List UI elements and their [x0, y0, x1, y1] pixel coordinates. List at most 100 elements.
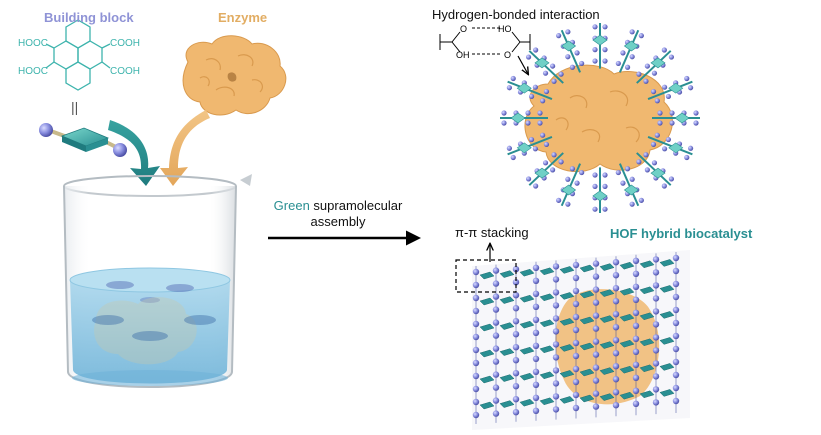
lattice-plate — [539, 397, 555, 406]
lattice-sphere — [672, 345, 680, 353]
spoke-sphere — [620, 50, 626, 56]
lattice-sphere — [552, 393, 560, 400]
spoke-sphere — [579, 169, 585, 176]
spoke-sphere — [644, 167, 650, 173]
lattice-sphere — [612, 376, 620, 383]
pi-stacking-box — [455, 259, 517, 293]
lattice-sphere — [672, 267, 680, 275]
lattice-plate — [559, 292, 575, 300]
lattice-sphere — [532, 316, 540, 323]
spoke-sphere — [602, 172, 608, 178]
spoke-sphere — [602, 206, 608, 212]
lattice-sphere — [512, 357, 520, 364]
lattice-sphere — [552, 263, 560, 270]
orange-arrow — [160, 110, 210, 186]
lattice-sphere — [612, 272, 620, 279]
lattice-sphere — [572, 300, 580, 308]
spoke-line — [528, 50, 564, 84]
spoke-plate — [516, 82, 532, 94]
spoke-sphere — [650, 141, 657, 148]
spoke-sphere — [602, 47, 608, 53]
spoke-sphere — [565, 201, 571, 207]
lattice-sphere — [532, 342, 540, 349]
lattice-sphere — [512, 409, 520, 416]
hbond-oh-bottom: OH — [456, 50, 470, 60]
spoke-sphere — [668, 54, 675, 60]
spoke-sphere — [550, 63, 556, 69]
lattice-sphere — [652, 360, 660, 367]
hof-lattice — [472, 252, 680, 424]
building-block-molecule — [45, 19, 111, 91]
process-label-green: Green — [273, 198, 310, 213]
spoke-line — [618, 163, 640, 207]
lattice-sphere — [512, 266, 520, 273]
lattice-sphere — [552, 367, 560, 374]
lattice-sphere — [512, 279, 520, 286]
lattice-plate — [499, 270, 515, 278]
lattice-plate — [639, 312, 655, 321]
lattice-plate — [599, 289, 615, 297]
lattice-sphere — [572, 365, 580, 373]
spoke-sphere — [662, 84, 668, 90]
spoke-plate — [561, 184, 577, 196]
lattice-sphere — [492, 332, 500, 339]
lattice-sphere — [572, 313, 580, 321]
spoke-sphere — [592, 24, 598, 30]
lattice-sphere — [552, 406, 560, 413]
lattice-sphere — [612, 285, 620, 292]
lattice-plate — [519, 268, 535, 277]
lattice-plate — [619, 365, 635, 374]
lattice-sphere — [592, 364, 600, 371]
lattice-sphere — [592, 273, 600, 280]
lattice-sphere — [592, 286, 600, 293]
spoke-sphere — [668, 176, 675, 182]
lattice-sphere — [492, 293, 500, 300]
lattice-sphere — [492, 384, 500, 391]
lattice-sphere — [612, 402, 620, 409]
lattice-plate — [499, 322, 515, 330]
lattice-plate — [499, 296, 515, 304]
lattice-sphere — [612, 311, 620, 318]
spoke-sphere — [615, 169, 621, 176]
lattice-sphere — [652, 399, 660, 406]
process-label-line2: assembly — [310, 214, 366, 229]
spoke-sphere — [684, 154, 690, 161]
lattice-sphere — [652, 282, 660, 289]
building-block-label: Building block — [44, 10, 134, 25]
lattice-sphere — [632, 257, 640, 264]
lattice-sphere — [532, 381, 540, 388]
lattice-sphere — [612, 259, 620, 266]
lattice-sphere — [472, 411, 480, 419]
spoke-sphere — [510, 75, 516, 82]
lattice-plate — [539, 267, 555, 276]
spoke-sphere — [532, 146, 538, 152]
lattice-sphere — [572, 352, 580, 360]
spoke-sphere — [510, 154, 516, 161]
spoke-sphere — [525, 54, 532, 60]
lattice-sphere — [552, 315, 560, 322]
lattice-plate — [479, 323, 495, 332]
lattice-plate — [519, 320, 535, 329]
lattice-sphere — [572, 391, 580, 399]
spoke-sphere — [624, 64, 631, 70]
lattice-sphere — [512, 396, 520, 403]
spoke-sphere — [558, 71, 564, 77]
spoke-sphere — [650, 88, 657, 95]
lattice-sphere — [632, 374, 640, 381]
lattice-sphere — [532, 368, 540, 375]
spoke-sphere — [525, 120, 531, 126]
spoke-sphere — [693, 110, 699, 116]
lattice-sphere — [512, 370, 520, 377]
lattice-plate — [539, 371, 555, 380]
lattice-sphere — [572, 404, 580, 412]
spoke-sphere — [574, 180, 580, 186]
hbond-pointer — [517, 55, 528, 74]
spoke-plate — [534, 167, 550, 179]
lattice-sphere — [552, 289, 560, 296]
lattice-sphere — [632, 296, 640, 303]
lattice-plate — [639, 286, 655, 295]
spoke-line — [636, 50, 672, 84]
spoke-sphere — [528, 136, 535, 143]
spoke-sphere — [542, 70, 549, 76]
lattice-sphere — [472, 398, 480, 406]
